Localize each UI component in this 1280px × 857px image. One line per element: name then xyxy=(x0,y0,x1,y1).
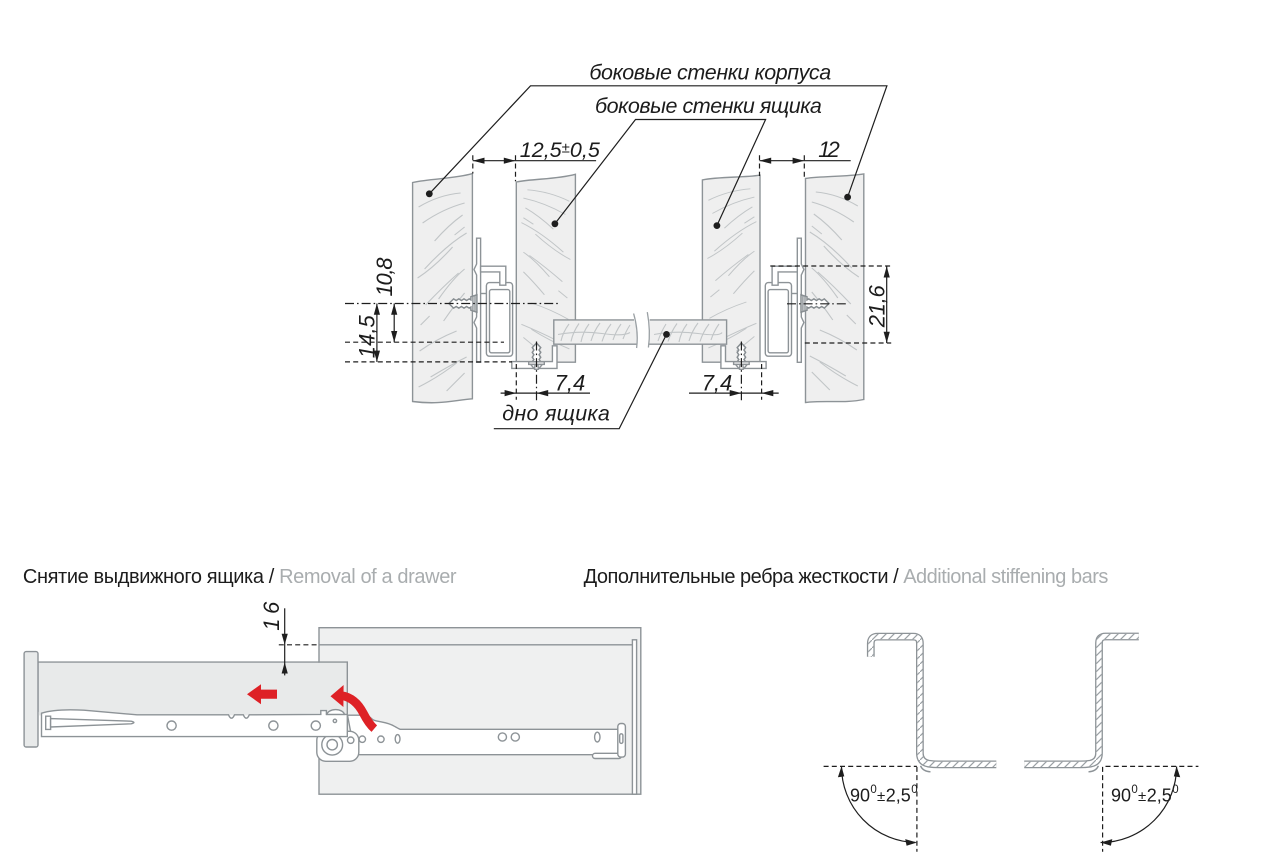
svg-text:2,5: 2,5 xyxy=(886,786,911,806)
svg-text:0: 0 xyxy=(911,784,917,796)
svg-text:7,4: 7,4 xyxy=(555,370,586,395)
svg-text:14,5: 14,5 xyxy=(355,314,380,358)
svg-text:10,8: 10,8 xyxy=(372,257,397,297)
svg-text:дно ящика: дно ящика xyxy=(502,402,610,426)
svg-text:12,5±0,5: 12,5±0,5 xyxy=(520,138,601,162)
svg-text:±: ± xyxy=(877,788,885,805)
svg-text:2,5: 2,5 xyxy=(1147,786,1172,806)
svg-text:12: 12 xyxy=(818,137,840,162)
svg-text:21,6: 21,6 xyxy=(864,285,889,329)
svg-text:0: 0 xyxy=(1172,784,1178,796)
svg-text:0: 0 xyxy=(870,784,876,796)
svg-text:Снятие выдвижного ящика / Remo: Снятие выдвижного ящика / Removal of a d… xyxy=(23,566,457,588)
svg-text:90: 90 xyxy=(850,786,870,806)
svg-text:7,4: 7,4 xyxy=(702,370,733,395)
svg-text:боковые стенки корпуса: боковые стенки корпуса xyxy=(589,60,831,84)
svg-text:90: 90 xyxy=(1111,786,1131,806)
svg-text:16: 16 xyxy=(259,601,284,631)
svg-text:боковые стенки ящика: боковые стенки ящика xyxy=(595,94,822,118)
svg-text:Дополнительные ребра жесткости: Дополнительные ребра жесткости / Additio… xyxy=(584,566,1109,588)
svg-text:±: ± xyxy=(1138,788,1146,805)
svg-text:0: 0 xyxy=(1131,784,1137,796)
